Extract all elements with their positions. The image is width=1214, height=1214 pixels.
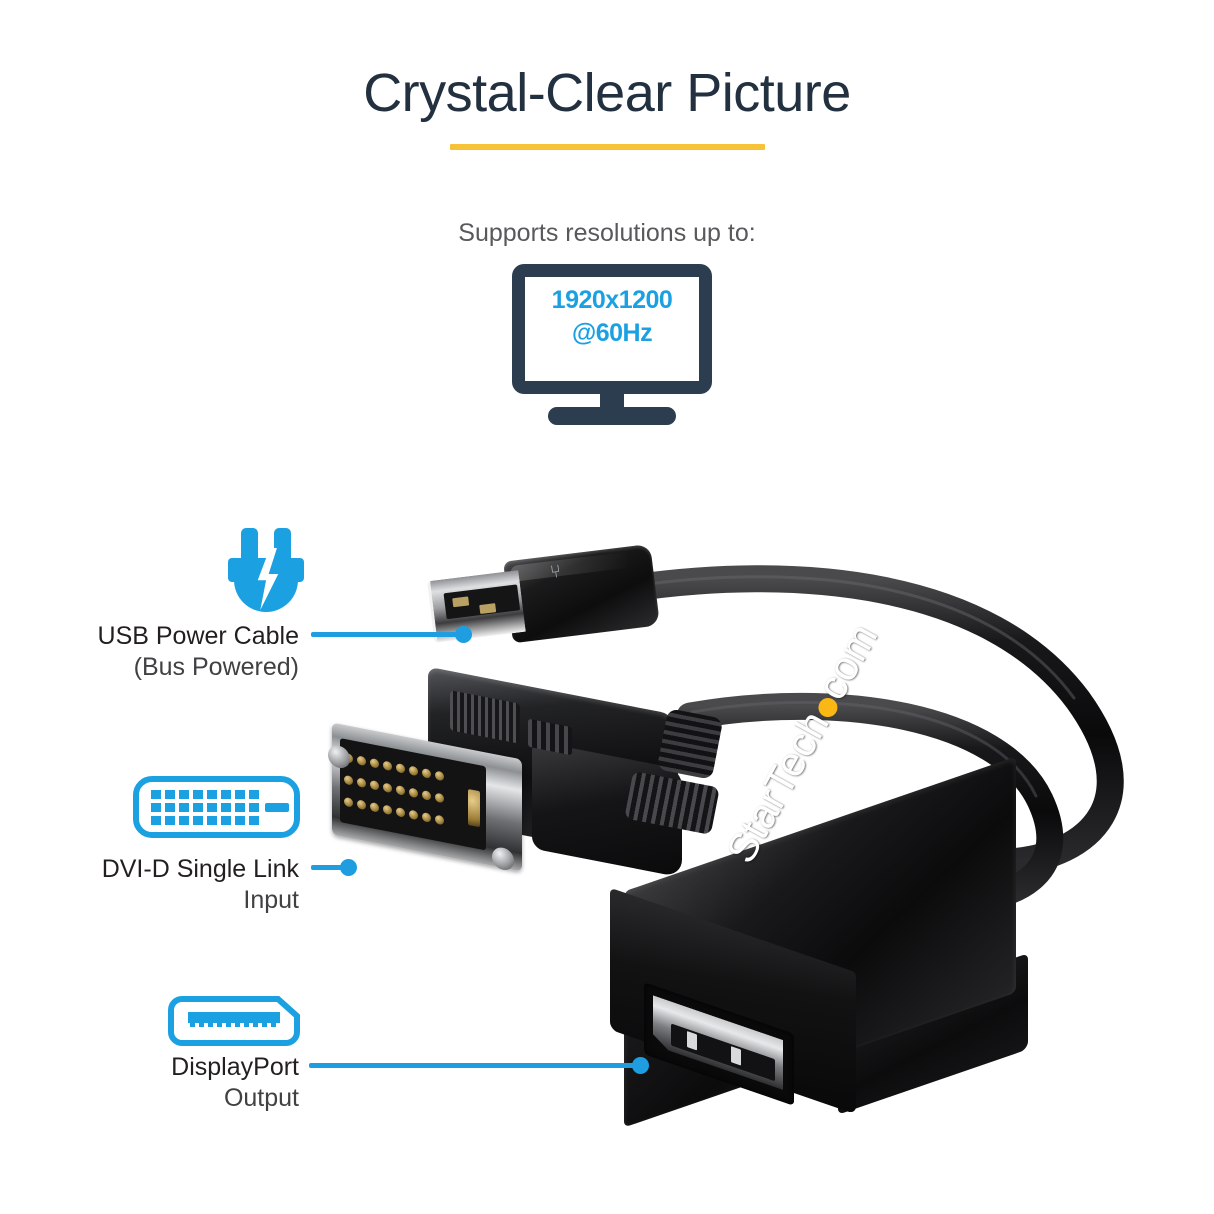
monitor-stand-neck bbox=[600, 390, 624, 412]
monitor-stand-base bbox=[548, 407, 676, 425]
page-title: Crystal-Clear Picture bbox=[363, 63, 851, 123]
dvi-screw bbox=[492, 845, 514, 872]
dvi-pin bbox=[357, 799, 366, 811]
monitor-screen-text: 1920x1200 @60Hz bbox=[525, 284, 699, 350]
dvi-input-label: DVI-D Single Link bbox=[101, 855, 299, 883]
dvi-pin bbox=[357, 777, 366, 789]
usb-pin bbox=[452, 596, 470, 608]
dvi-pin bbox=[370, 801, 379, 813]
dvi-pin bbox=[435, 814, 444, 826]
dvi-pin bbox=[344, 774, 353, 786]
title-underline-rule bbox=[450, 144, 765, 150]
monitor-screen bbox=[525, 277, 699, 381]
dvi-pin bbox=[422, 812, 431, 823]
usb-pin bbox=[479, 603, 497, 615]
dvi-pin-row bbox=[344, 796, 444, 826]
leader-dot-usb-power bbox=[455, 626, 472, 643]
plug-prong bbox=[274, 528, 291, 564]
dvi-pin-block bbox=[340, 738, 486, 851]
leader-line-usb-power bbox=[311, 632, 463, 637]
usb-connector-shell bbox=[503, 543, 661, 644]
displayport-connector-icon bbox=[168, 996, 300, 1046]
resolution-value: 1920x1200 bbox=[551, 286, 673, 314]
monitor-icon: 1920x1200 @60Hz bbox=[512, 264, 712, 429]
dvi-pin bbox=[344, 796, 353, 808]
displayport-contact-tab bbox=[731, 1046, 741, 1065]
dvi-pin bbox=[383, 782, 392, 794]
dvi-pin bbox=[370, 779, 379, 791]
dvi-input-sublabel: Input bbox=[243, 886, 299, 914]
usb-power-label: USB Power Cable bbox=[97, 622, 299, 650]
leader-dot-dvi-input bbox=[340, 859, 357, 876]
displayport-output-sublabel: Output bbox=[223, 1084, 299, 1112]
dvi-pin bbox=[435, 770, 444, 782]
dvi-connector-icon bbox=[133, 776, 300, 838]
dvi-pin bbox=[370, 757, 379, 769]
power-plug-bolt-icon bbox=[228, 528, 304, 612]
usb-power-sublabel: (Bus Powered) bbox=[133, 653, 299, 681]
dvi-pin bbox=[396, 762, 405, 774]
dvi-pin bbox=[435, 792, 444, 804]
leader-line-displayport-output bbox=[309, 1063, 640, 1068]
plug-prong bbox=[241, 528, 258, 564]
dvi-pin bbox=[422, 768, 431, 779]
dvi-strain-relief bbox=[656, 708, 724, 780]
displayport-contact-tab bbox=[687, 1031, 697, 1050]
dvi-pin bbox=[409, 809, 418, 821]
leader-line-dvi-input bbox=[311, 865, 347, 870]
dvi-pin bbox=[409, 765, 418, 777]
dvi-pin bbox=[409, 787, 418, 799]
leader-dot-displayport-output bbox=[632, 1057, 649, 1074]
dvi-pin bbox=[357, 755, 366, 767]
dvi-pin bbox=[396, 784, 405, 796]
dvi-pin bbox=[422, 790, 431, 801]
adapter-body bbox=[600, 756, 1060, 1160]
refresh-rate-value: @60Hz bbox=[571, 319, 653, 347]
dvi-pin bbox=[383, 804, 392, 816]
subtitle-text: Supports resolutions up to: bbox=[458, 219, 756, 247]
dvi-flat-blade-pin bbox=[468, 788, 480, 828]
dvi-pin bbox=[383, 760, 392, 772]
dvi-pin bbox=[396, 806, 405, 818]
displayport-output-label: DisplayPort bbox=[171, 1053, 299, 1081]
